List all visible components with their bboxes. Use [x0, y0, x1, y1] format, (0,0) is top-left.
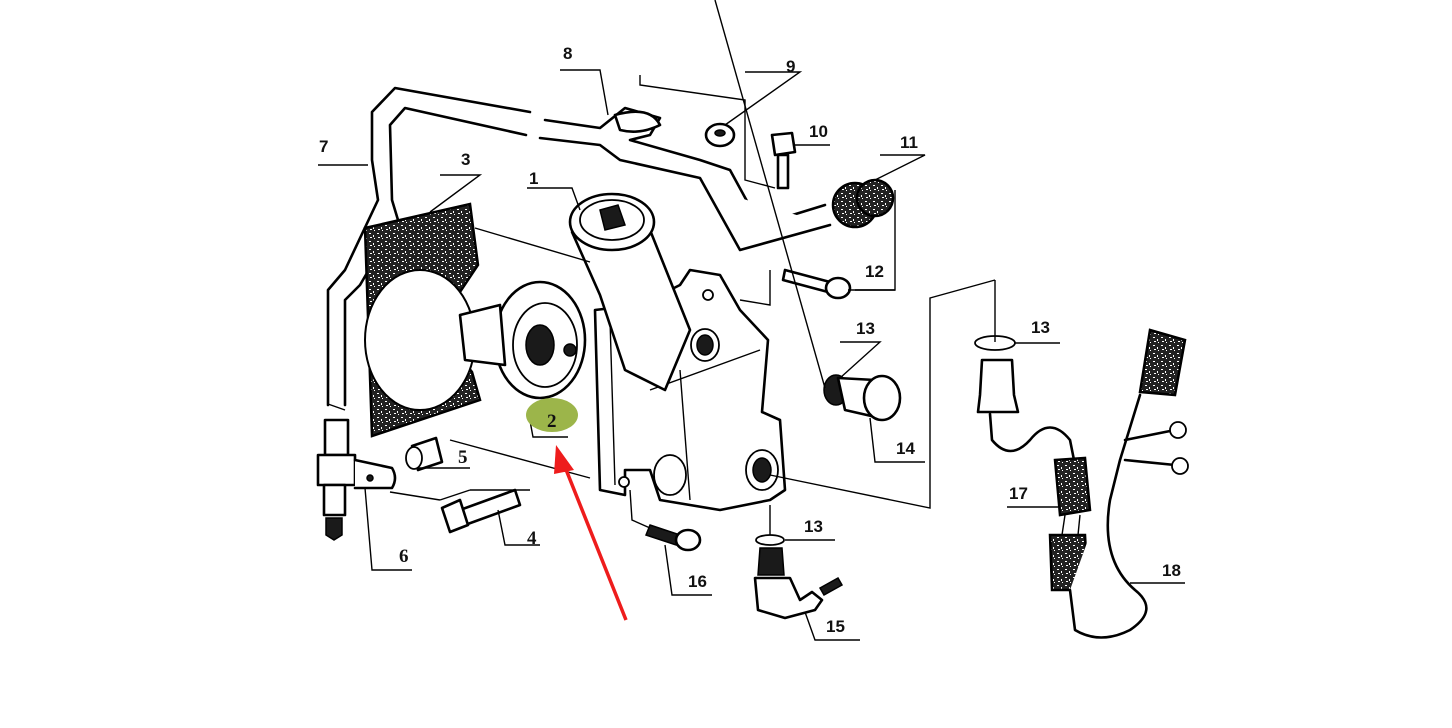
callout-13-plug: 13	[856, 319, 875, 338]
callout-4: 4	[527, 528, 537, 549]
part-14-plug	[823, 374, 902, 422]
callout-8: 8	[563, 44, 572, 63]
callout-1: 1	[529, 169, 538, 188]
callout-11: 11	[900, 133, 918, 152]
part-3-gasket	[363, 202, 482, 438]
callout-15: 15	[826, 617, 845, 636]
part-15-elbow-sensor	[753, 534, 844, 620]
part-8-hose	[538, 106, 832, 252]
callout-9: 9	[786, 57, 795, 76]
callout-13-right: 13	[1031, 318, 1050, 337]
part-12-bolt	[781, 268, 852, 300]
part-18-harness	[1068, 328, 1189, 639]
callout-17: 17	[1009, 484, 1028, 503]
part-6-clamp	[353, 458, 397, 490]
callouts: 1 2 3 4 5 6 7 8 9 10 11 12 13 14 15 16 1…	[319, 44, 1181, 636]
part-4-bolt	[440, 488, 522, 534]
callout-5: 5	[458, 447, 468, 468]
part-2-thermostat	[458, 280, 587, 400]
callout-13-bottom: 13	[804, 517, 823, 536]
red-arrow	[554, 445, 628, 621]
callout-16: 16	[688, 572, 707, 591]
leader-lines	[318, 0, 1185, 641]
part-2-highlight	[526, 398, 578, 432]
part-9-washer	[704, 122, 736, 148]
part-1-outlet-neck	[568, 192, 692, 392]
callout-18: 18	[1162, 561, 1181, 580]
part-11-clamp	[831, 178, 895, 229]
callout-10: 10	[809, 122, 828, 141]
part-16-bolt	[645, 524, 702, 552]
callout-12: 12	[865, 262, 884, 281]
red-arrow-head	[554, 445, 574, 474]
part-5-spacer	[405, 436, 444, 472]
callout-7: 7	[319, 137, 328, 156]
callout-2: 2	[547, 411, 557, 432]
callout-14: 14	[896, 439, 915, 458]
part-10-bolt	[770, 131, 797, 190]
callout-6: 6	[399, 546, 409, 567]
part-17-sensor	[974, 335, 1092, 592]
callout-3: 3	[461, 150, 470, 169]
